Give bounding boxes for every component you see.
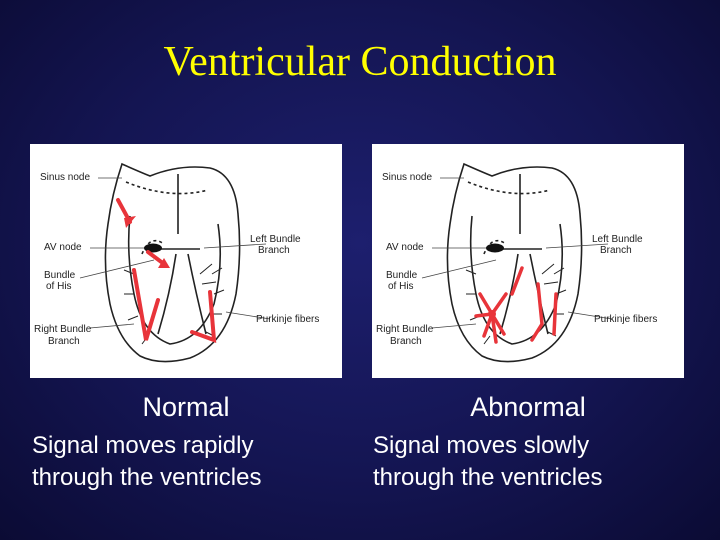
heart-diagram-normal [79, 162, 271, 363]
label-sinus-node: Sinus node [382, 172, 433, 183]
description-normal: Signal moves rapidly through the ventric… [32, 430, 261, 494]
label-bundle-his-line1: Bundle [386, 270, 418, 281]
description-normal-line2: through the ventricles [32, 464, 262, 491]
label-sinus-node: Sinus node [40, 172, 91, 183]
label-av-node: AV node [386, 242, 424, 253]
description-abnormal-line1: Signal moves slowly [373, 432, 590, 459]
label-bundle-his-line2: of His [46, 281, 72, 292]
caption-abnormal: Abnormal [470, 392, 586, 422]
ectopic-focus-icon [488, 310, 496, 318]
label-right-bundle-line1: Right Bundle [34, 324, 92, 335]
label-left-bundle-line2: Branch [600, 245, 632, 256]
abnormal-conduction-diagram: Sinus node AV node Bundle of His Left Bu… [372, 144, 684, 378]
normal-conduction-diagram: Sinus node AV node Bundle of His Left Bu… [30, 144, 342, 378]
label-purkinje-fibers: Purkinje fibers [594, 314, 658, 325]
label-left-bundle-line1: Left Bundle [250, 234, 301, 245]
caption-normal: Normal [142, 392, 230, 422]
description-abnormal: Signal moves slowly through the ventricl… [373, 430, 602, 494]
label-bundle-his-line2: of His [388, 281, 414, 292]
label-av-node: AV node [44, 242, 82, 253]
label-left-bundle-line2: Branch [258, 245, 290, 256]
label-purkinje-fibers: Purkinje fibers [256, 314, 320, 325]
label-bundle-his-line1: Bundle [44, 270, 76, 281]
label-right-bundle-line1: Right Bundle [376, 324, 434, 335]
description-normal-line1: Signal moves rapidly [32, 432, 254, 459]
label-right-bundle-line2: Branch [390, 336, 422, 347]
slide-title: Ventricular Conduction [163, 39, 557, 85]
heart-diagram-abnormal [421, 162, 613, 363]
description-abnormal-line2: through the ventricles [373, 464, 603, 491]
label-left-bundle-line1: Left Bundle [592, 234, 643, 245]
label-right-bundle-line2: Branch [48, 336, 80, 347]
